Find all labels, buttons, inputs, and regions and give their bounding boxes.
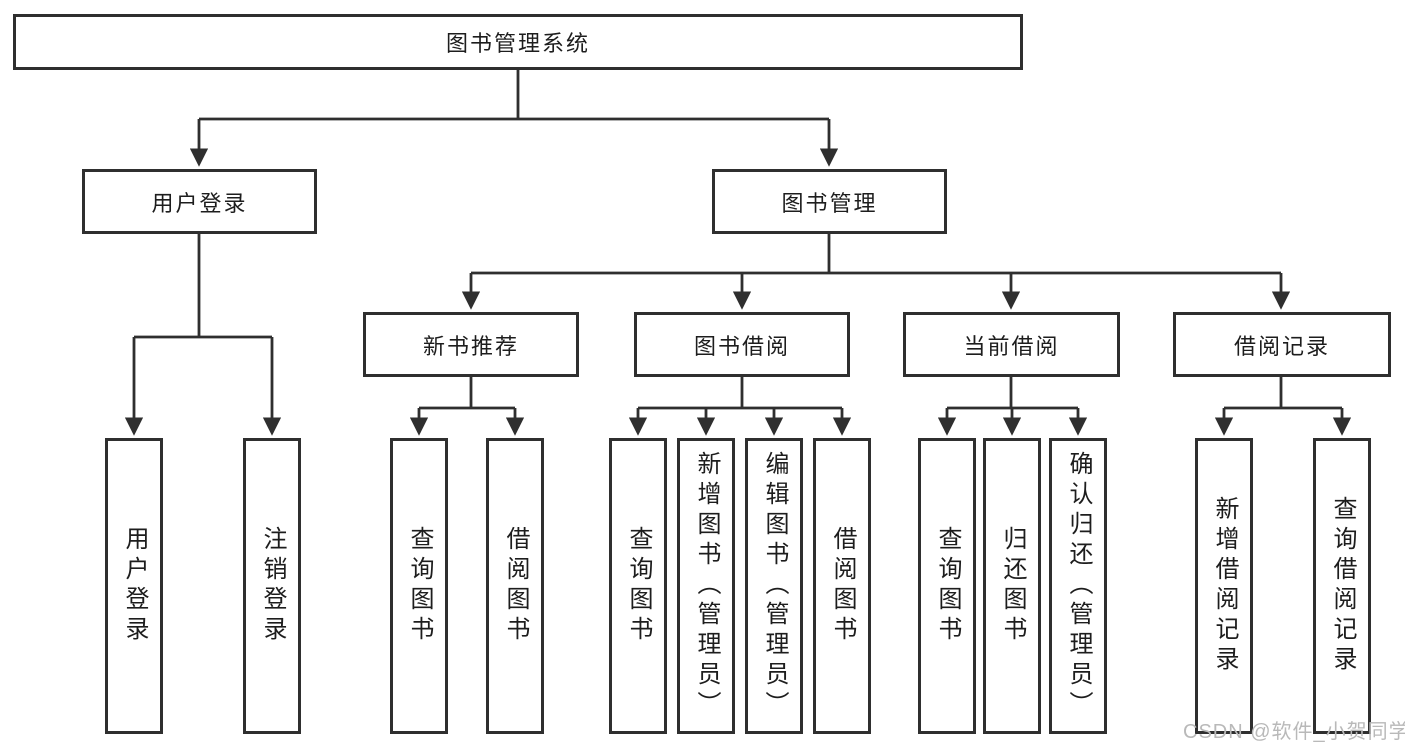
leaf-edit-book: 编辑图书（管理员） bbox=[745, 438, 803, 734]
leaf-user-login-label: 用户登录 bbox=[121, 526, 148, 646]
node-book-borrow: 图书借阅 bbox=[634, 312, 850, 377]
leaf-borrow-books-2-label: 借阅图书 bbox=[829, 526, 856, 646]
node-user-login: 用户登录 bbox=[82, 169, 317, 234]
node-user-login-label: 用户登录 bbox=[151, 190, 248, 216]
node-library-system-label: 图书管理系统 bbox=[445, 31, 590, 56]
leaf-query-books-2: 查询图书 bbox=[609, 438, 667, 734]
leaf-edit-book-label: 编辑图书（管理员） bbox=[761, 451, 788, 721]
leaf-user-login: 用户登录 bbox=[105, 438, 163, 734]
node-library-system: 图书管理系统 bbox=[13, 14, 1023, 70]
leaf-return-book-label: 归还图书 bbox=[999, 526, 1026, 646]
node-book-management-label: 图书管理 bbox=[781, 190, 878, 216]
leaf-borrow-books-1: 借阅图书 bbox=[486, 438, 544, 734]
leaf-query-books-1: 查询图书 bbox=[390, 438, 448, 734]
leaf-logout: 注销登录 bbox=[243, 438, 301, 734]
csdn-watermark: CSDN @软件_小贺同学 bbox=[1183, 721, 1405, 743]
leaf-borrow-books-2: 借阅图书 bbox=[813, 438, 871, 734]
connector-rails bbox=[134, 69, 1342, 410]
node-borrow-records: 借阅记录 bbox=[1173, 312, 1391, 377]
node-borrow-records-label: 借阅记录 bbox=[1233, 333, 1330, 359]
leaf-add-book-label: 新增图书（管理员） bbox=[693, 451, 720, 721]
leaf-add-borrow-record: 新增借阅记录 bbox=[1195, 438, 1253, 734]
leaf-query-books-3-label: 查询图书 bbox=[934, 526, 961, 646]
node-current-borrow-label: 当前借阅 bbox=[963, 333, 1060, 359]
leaf-query-books-2-label: 查询图书 bbox=[625, 526, 652, 646]
node-new-book-recommend-label: 新书推荐 bbox=[422, 333, 519, 359]
leaf-logout-label: 注销登录 bbox=[259, 526, 286, 646]
leaf-add-borrow-record-label: 新增借阅记录 bbox=[1211, 496, 1238, 676]
leaf-confirm-return: 确认归还（管理员） bbox=[1049, 438, 1107, 734]
leaf-query-borrow-record: 查询借阅记录 bbox=[1313, 438, 1371, 734]
leaf-query-books-3: 查询图书 bbox=[918, 438, 976, 734]
leaf-return-book: 归还图书 bbox=[983, 438, 1041, 734]
node-book-management: 图书管理 bbox=[712, 169, 947, 234]
node-book-borrow-label: 图书借阅 bbox=[693, 333, 790, 359]
node-new-book-recommend: 新书推荐 bbox=[363, 312, 579, 377]
node-current-borrow: 当前借阅 bbox=[903, 312, 1120, 377]
leaf-borrow-books-1-label: 借阅图书 bbox=[502, 526, 529, 646]
leaf-query-borrow-record-label: 查询借阅记录 bbox=[1329, 496, 1356, 676]
leaf-confirm-return-label: 确认归还（管理员） bbox=[1065, 451, 1092, 721]
leaf-query-books-1-label: 查询图书 bbox=[406, 526, 433, 646]
leaf-add-book: 新增图书（管理员） bbox=[677, 438, 735, 734]
